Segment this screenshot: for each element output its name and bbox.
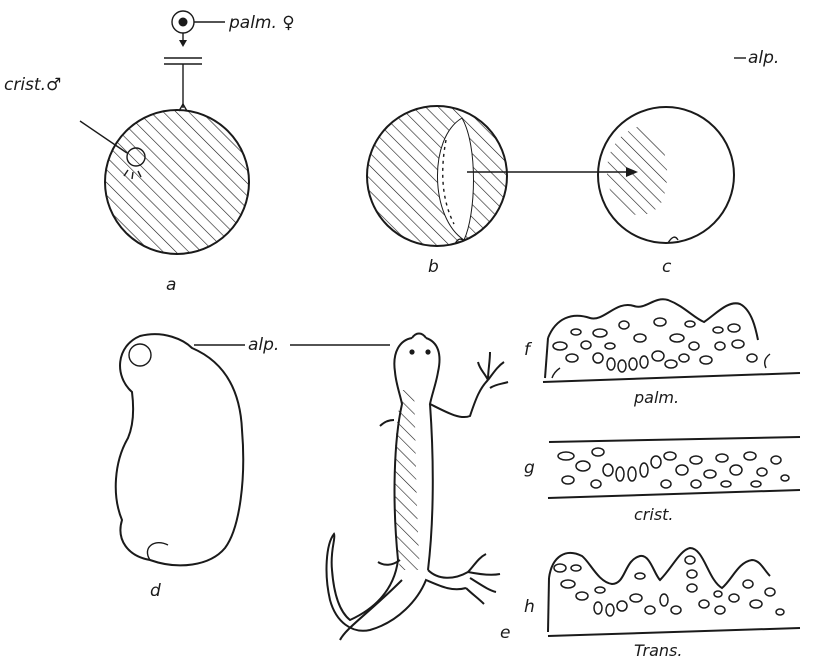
- panel-f: f: [524, 299, 800, 407]
- panel-g-label: g: [524, 458, 535, 478]
- panel-c: alp. c: [598, 48, 779, 277]
- section-g-label: crist.: [634, 505, 674, 524]
- panel-a-label: a: [166, 275, 176, 295]
- palm-female-label: palm. ♀: [228, 13, 295, 33]
- section-f-label: palm.: [633, 388, 679, 407]
- panel-h-label: h: [524, 597, 535, 617]
- panel-c-label: c: [662, 257, 672, 277]
- panel-h: h T: [524, 548, 800, 660]
- panel-a: palm. ♀ crist.♂ a: [4, 11, 295, 295]
- alp-label-d: alp.: [248, 335, 279, 355]
- alp-label-c: alp.: [748, 48, 779, 68]
- crist-male-label: crist.♂: [4, 75, 61, 95]
- panel-d: d: [116, 334, 243, 601]
- panel-e: e: [327, 334, 511, 644]
- section-h-label: Trans.: [634, 641, 682, 660]
- panel-f-label: f: [524, 340, 533, 360]
- panel-b: b: [367, 106, 507, 277]
- panel-e-label: e: [500, 623, 510, 643]
- panel-g: g crist.: [524, 437, 800, 524]
- alp-leader: alp.: [194, 335, 390, 355]
- panel-d-label: d: [150, 581, 161, 601]
- panel-b-label: b: [428, 257, 439, 277]
- donor-egg-icon: [172, 11, 225, 47]
